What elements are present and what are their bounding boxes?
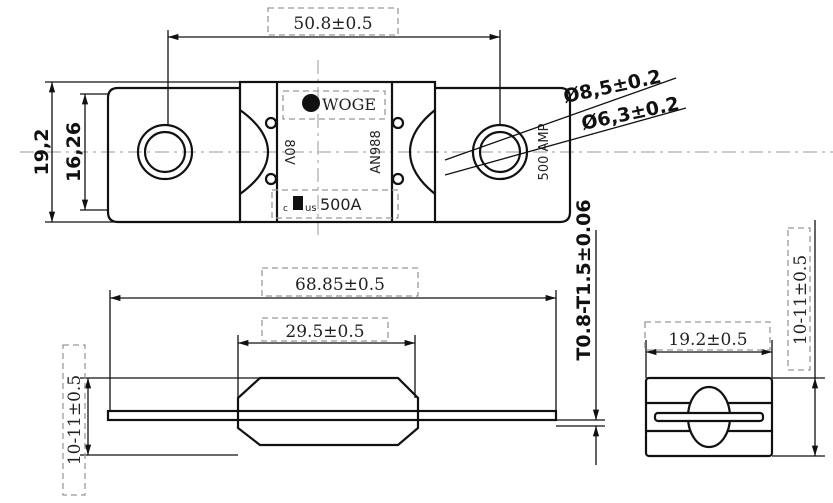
- ul-logo-icon: [293, 196, 303, 210]
- dim-width-outer: 19,2: [31, 129, 53, 176]
- brand-dot-icon: [302, 94, 320, 112]
- left-hole: [136, 123, 194, 181]
- dim-body: 29.5±0.5: [285, 322, 364, 342]
- dim-width-inner: 16,26: [63, 122, 85, 182]
- c-marking: c: [283, 204, 288, 214]
- top-view: WOGE 80V AN988 c us 500A 500 AMP 50.8±0.…: [20, 7, 833, 235]
- dim-height: 10-11±0.5: [65, 375, 85, 465]
- right-terminal-tab: [435, 86, 572, 224]
- dim-end-width: 19.2±0.5: [668, 330, 747, 350]
- dim-length: 68.85±0.5: [295, 275, 385, 295]
- terminal-strip: [106, 409, 558, 422]
- brand-marking: WOGE: [322, 95, 376, 114]
- part-marking: AN988: [369, 130, 384, 173]
- side-view: 68.85±0.5 29.5±0.5 10-11±0.5 T0.8-T1.5±0…: [62, 199, 605, 496]
- side-body: [236, 376, 420, 447]
- fuse-body: [238, 80, 437, 224]
- end-view: 19.2±0.5 10-11±0.5: [644, 220, 825, 458]
- dim-end-height: 10-11±0.5: [791, 255, 811, 345]
- end-body: [644, 376, 774, 458]
- tab-marking: 500 AMP: [537, 123, 552, 180]
- dim-center-spacing: 50.8±0.5: [293, 14, 372, 34]
- dim-thickness: T0.8-T1.5±0.06: [573, 199, 595, 360]
- voltage-marking: 80V: [281, 139, 296, 165]
- left-terminal-tab: [106, 86, 240, 224]
- rating-marking: 500A: [320, 195, 362, 214]
- us-marking: us: [305, 203, 317, 214]
